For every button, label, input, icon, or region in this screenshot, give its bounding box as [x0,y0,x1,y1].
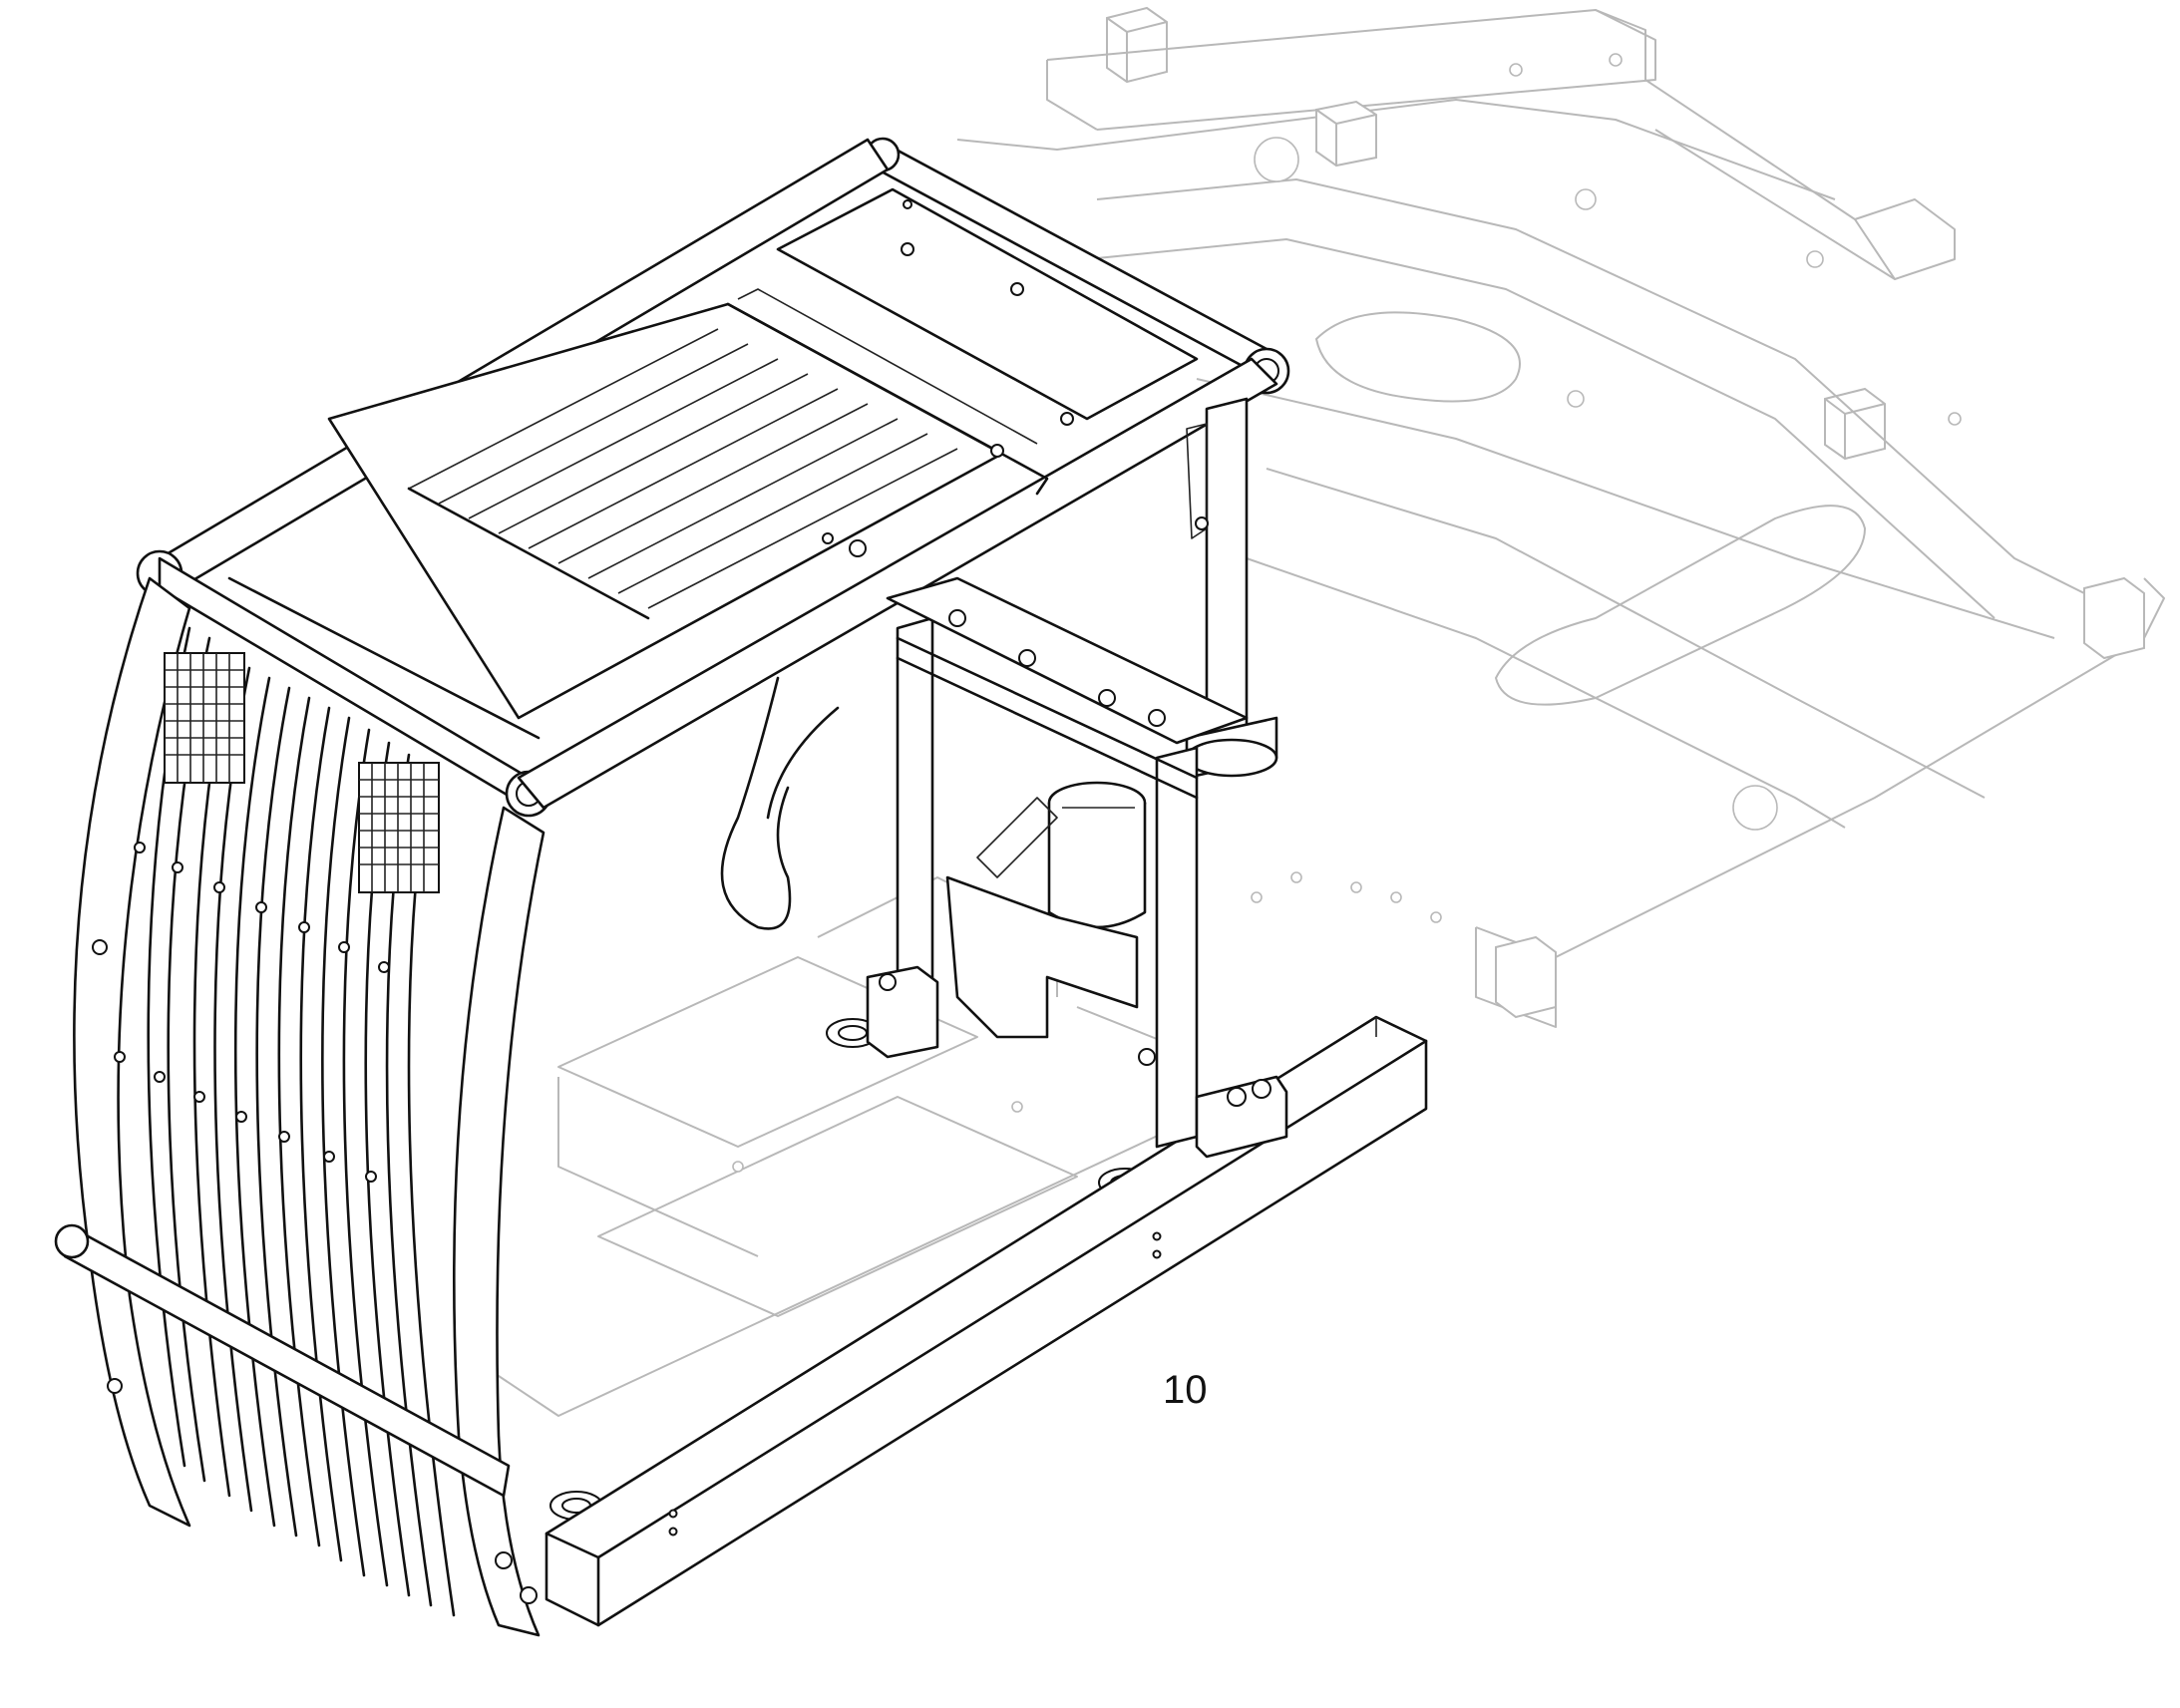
part-callout-label: 10 [1163,1368,1208,1412]
ghosted-upper-frame [956,6,2165,1028]
cable-harness [720,676,840,930]
main-side-beam [545,1015,1428,1627]
support-columns [866,576,1288,1159]
front-guard [54,576,545,1637]
roof-frame [136,137,1290,818]
grille-filter [164,652,440,893]
